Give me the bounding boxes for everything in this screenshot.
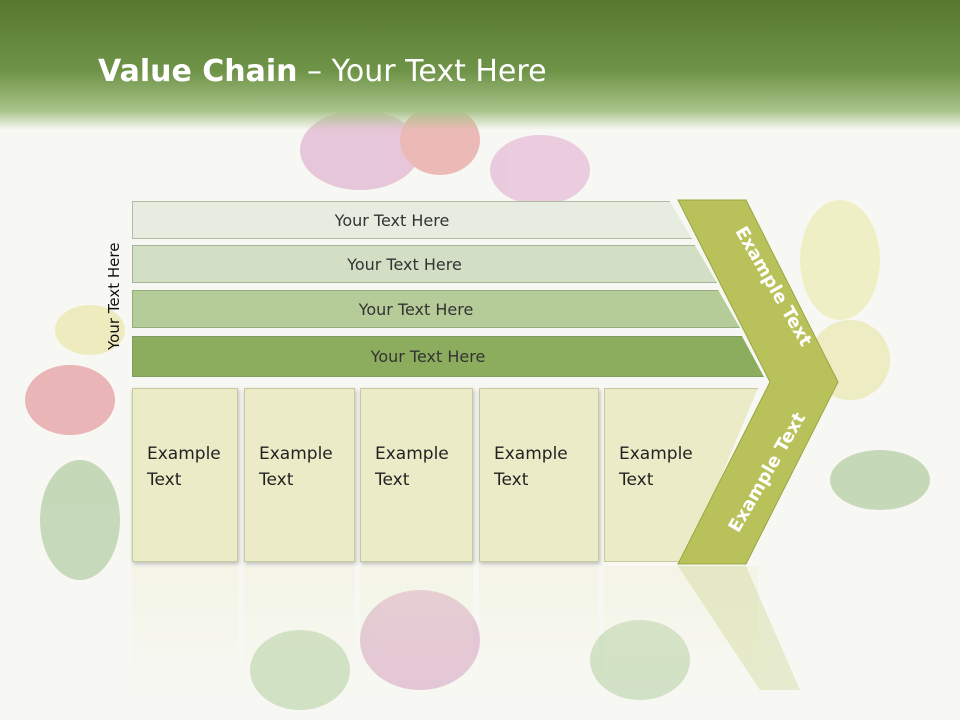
header-band xyxy=(0,0,960,130)
box-line-1: Example xyxy=(259,444,333,464)
title-bold: Value Chain xyxy=(98,54,298,89)
support-bar-3: Your Text Here xyxy=(132,290,740,328)
support-bar-4: Your Text Here xyxy=(132,336,764,377)
box-line-2: Text xyxy=(494,470,529,490)
title-rest: – Your Text Here xyxy=(297,54,547,89)
support-bar-label: Your Text Here xyxy=(347,254,462,274)
support-bar-label: Your Text Here xyxy=(334,210,450,230)
support-bar-2: Your Text Here xyxy=(132,245,717,283)
box-line-2: Text xyxy=(259,470,294,490)
support-bar-1: Your Text Here xyxy=(132,201,692,239)
box-line-2: Text xyxy=(375,470,410,490)
box-line-2: Text xyxy=(147,470,182,490)
box-line-1: Example xyxy=(375,444,449,464)
support-bar-label: Your Text Here xyxy=(370,347,486,366)
box-line-2: Text xyxy=(619,470,654,490)
box-line-1: Example xyxy=(494,444,568,464)
box-line-1: Example xyxy=(147,444,221,464)
box-line-1: Example xyxy=(619,444,693,464)
page-title: Value Chain – Your Text Here xyxy=(98,54,547,89)
support-bar-label: Your Text Here xyxy=(358,299,474,319)
